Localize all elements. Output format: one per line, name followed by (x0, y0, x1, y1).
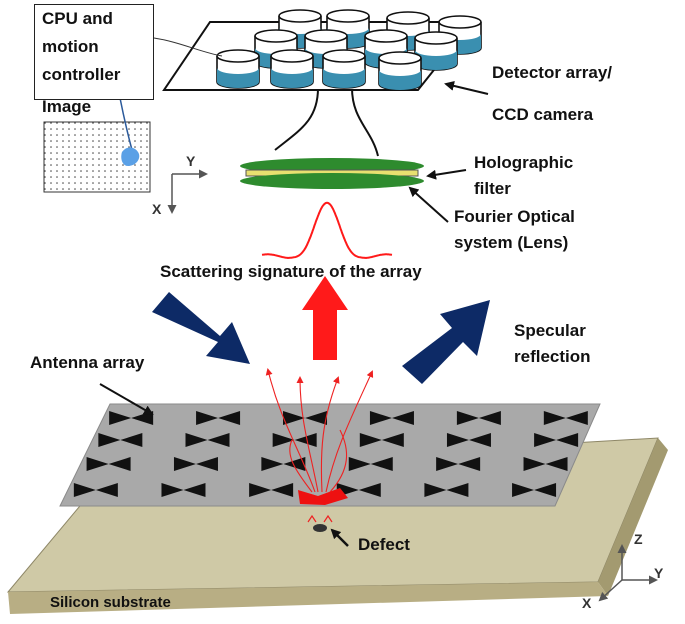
defect-patch (298, 488, 348, 505)
antenna-array (73, 411, 588, 497)
bowtie-antenna (543, 411, 588, 425)
bowtie-antenna (523, 457, 568, 471)
bowtie-antenna (359, 433, 404, 447)
bottom-axis-z-label: Z (634, 531, 643, 547)
specular-label-line2: reflection (514, 347, 591, 366)
detector-cell (322, 49, 366, 89)
image-cursor-cable (119, 97, 133, 151)
bowtie-antenna (446, 433, 491, 447)
scattering-label: Scattering signature of the array (160, 262, 422, 281)
bowtie-antenna (436, 457, 481, 471)
defect-pointer-arrow (330, 528, 349, 547)
fourier-lens-system (240, 158, 424, 189)
image-hand-icon (121, 147, 140, 166)
bowtie-antenna (348, 457, 393, 471)
holo-label-line2: filter (474, 179, 511, 198)
detector-pointer-arrow (444, 80, 489, 95)
cpu-label-line2: motion (42, 37, 99, 56)
specular-label-line1: Specular (514, 321, 586, 340)
fourier-label-line1: Fourier Optical (454, 207, 575, 226)
detector-label-line1: Detector array/ (492, 63, 613, 82)
bowtie-antenna (86, 457, 131, 471)
bowtie-antenna (98, 433, 143, 447)
bowtie-antenna (272, 433, 317, 447)
bowtie-antenna (283, 411, 328, 425)
bowtie-antenna (109, 411, 154, 425)
substrate-front-side (8, 582, 608, 614)
detector-lens-cables (274, 87, 379, 157)
bowtie-antenna (534, 433, 579, 447)
antenna-pointer-arrow (99, 383, 154, 415)
detector-label-line2: CCD camera (492, 105, 594, 124)
cpu-label-line3: controller (42, 65, 121, 84)
bowtie-antenna (185, 433, 230, 447)
defect-label: Defect (358, 535, 410, 554)
bottom-axis-y-label: Y (654, 565, 664, 581)
detector-array (216, 9, 482, 91)
bowtie-antenna (336, 483, 381, 497)
bowtie-antenna (196, 411, 241, 425)
specular-reflection-arrow (402, 300, 490, 384)
scatter-output-arrow (302, 276, 348, 360)
image-label: Image (42, 97, 92, 116)
holo-pointer-arrow (426, 169, 467, 180)
antenna-label: Antenna array (30, 353, 145, 372)
holo-label-line1: Holographic (474, 153, 574, 172)
incident-beam-arrow (152, 292, 250, 364)
detector-cell (378, 51, 422, 91)
top-axes: Y X (152, 153, 208, 217)
bottom-axis-x-label: X (582, 595, 592, 611)
bowtie-antenna (161, 483, 206, 497)
bowtie-antenna (456, 411, 501, 425)
bowtie-antenna (369, 411, 414, 425)
bowtie-antenna (173, 457, 218, 471)
bowtie-antenna (424, 483, 469, 497)
fourier-label-line2: system (Lens) (454, 233, 569, 252)
bowtie-antenna (261, 457, 306, 471)
scattering-signature-wave (261, 201, 393, 260)
detector-cell (326, 9, 370, 49)
cpu-label-line1: CPU and (42, 9, 113, 28)
detector-cell (414, 31, 458, 71)
fourier-pointer-arrow (408, 186, 449, 223)
defect-marker (307, 514, 333, 532)
top-axis-x-label: X (152, 201, 162, 217)
substrate-right-side (598, 438, 668, 596)
bowtie-antenna (249, 483, 294, 497)
cpu-controller-box (34, 4, 154, 100)
top-axis-y-label: Y (186, 153, 196, 169)
bottom-axes: Z Y X (582, 531, 664, 611)
scattered-rays (265, 368, 374, 493)
bowtie-antenna (73, 483, 118, 497)
bowtie-antenna (512, 483, 557, 497)
antenna-plate (59, 403, 601, 507)
cpu-detector-cable (153, 37, 223, 57)
substrate-label: Silicon substrate (50, 594, 171, 611)
detector-cell (270, 49, 314, 89)
detector-cell (216, 49, 260, 89)
